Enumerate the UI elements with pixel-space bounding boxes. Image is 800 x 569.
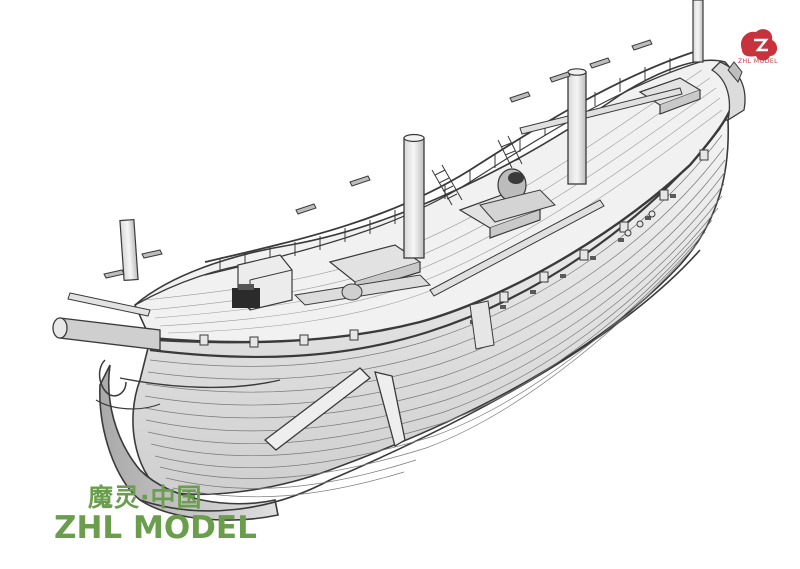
bow-fittings [52, 210, 656, 451]
watermark-chinese: 魔灵·中国 [88, 483, 203, 512]
watermark-english: ZHL MODEL [54, 510, 257, 546]
deck-fittings [232, 77, 702, 311]
hull [99, 119, 730, 521]
stern [710, 61, 746, 122]
logo-caption: ZHL MODEL [738, 58, 779, 65]
swivel-guns [103, 39, 653, 279]
masts [119, 0, 704, 282]
brand-logo [732, 22, 788, 78]
